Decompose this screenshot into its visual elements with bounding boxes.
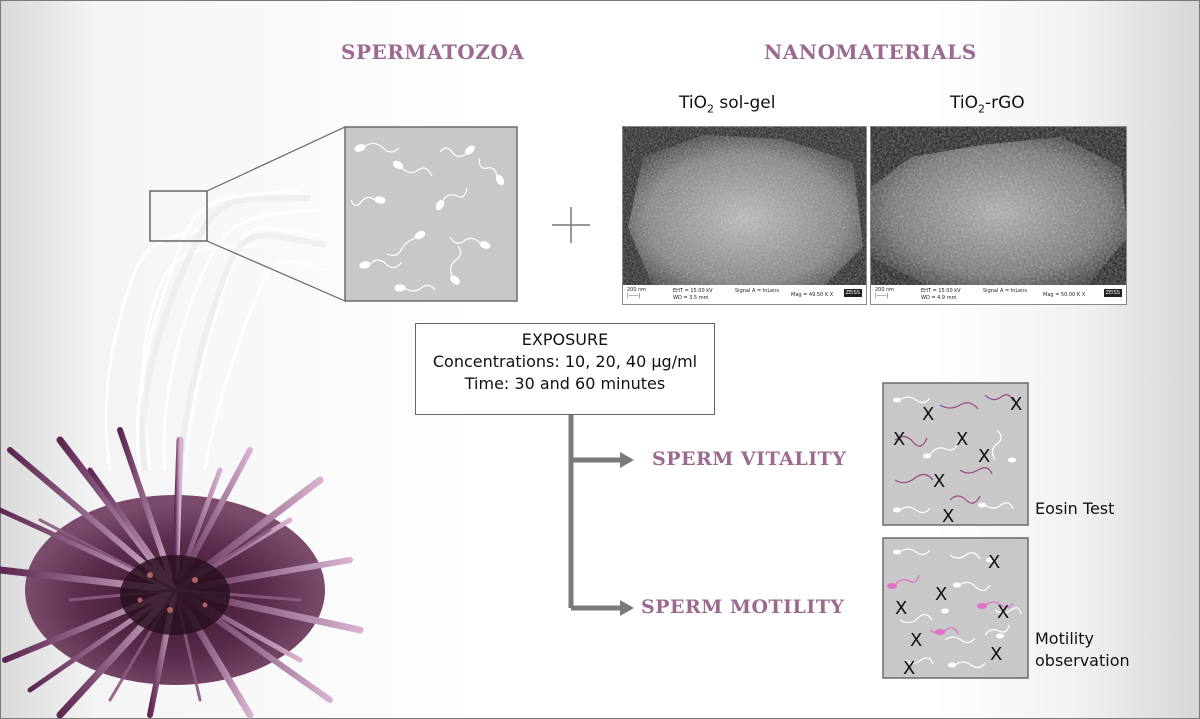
- svg-text:X: X: [933, 471, 945, 492]
- svg-text:X: X: [1010, 394, 1022, 415]
- sperm-cell: [450, 245, 462, 285]
- nanomaterials-heading: NANOMATERIALS: [764, 40, 977, 64]
- zoom-source-square: [149, 190, 208, 242]
- exposure-title: EXPOSURE: [521, 330, 609, 349]
- sperm-cell: [394, 284, 436, 292]
- spermatozoa-heading: SPERMATOZOA: [341, 40, 525, 64]
- exposure-concentrations: Concentrations: 10, 20, 40 µg/ml: [432, 352, 698, 371]
- zoom-line-bottom: [206, 240, 346, 302]
- svg-text:X: X: [956, 429, 968, 450]
- motility-observation-label: Motility observation: [1035, 629, 1130, 670]
- svg-text:X: X: [903, 658, 915, 679]
- arrow-head-motility: [620, 600, 634, 616]
- svg-text:X: X: [942, 506, 954, 527]
- sem-footer-solgel: 200 nm |——| EHT = 15.00 kV WD = 3.5 mm S…: [623, 285, 866, 304]
- sperm-cell: [350, 196, 386, 207]
- sperm-cell: [435, 187, 468, 211]
- plus-icon: [552, 207, 590, 243]
- sem-image-tio2-rgo: 200 nm |——| EHT = 15.00 kV WD = 4.9 mm S…: [870, 126, 1127, 305]
- sperm-cell: [354, 142, 400, 153]
- eosin-test-label: Eosin Test: [1035, 499, 1115, 518]
- sperm-cell: [359, 259, 403, 269]
- svg-text:X: X: [978, 446, 990, 467]
- sperm-cell: [478, 157, 505, 186]
- svg-text:X: X: [988, 552, 1000, 573]
- sem-image-tio2-solgel: 200 nm |——| EHT = 15.00 kV WD = 3.5 mm S…: [622, 126, 867, 305]
- svg-text:X: X: [990, 644, 1002, 665]
- sea-urchin-image: [0, 427, 364, 719]
- sem-texture-rgo: [871, 127, 1126, 287]
- flow-arrows: [568, 415, 620, 611]
- sperm-vitality-heading: SPERM VITALITY: [652, 448, 847, 470]
- svg-text:X: X: [910, 630, 922, 651]
- spermatozoa-zoom-box: [344, 126, 518, 302]
- sem-footer-rgo: 200 nm |——| EHT = 15.00 kV WD = 4.9 mm S…: [871, 285, 1126, 304]
- motility-result-box: XXX XXX X: [882, 537, 1029, 679]
- svg-text:X: X: [893, 429, 905, 450]
- sem-texture-solgel: [623, 127, 866, 287]
- sperm-cell: [439, 145, 475, 158]
- sperm-plumes: [104, 188, 331, 471]
- sperm-cell: [392, 160, 433, 177]
- sperm-motility-heading: SPERM MOTILITY: [641, 596, 845, 618]
- svg-text:X: X: [922, 404, 934, 425]
- sperm-cell: [386, 230, 426, 256]
- material-label-tio2-solgel: TiO2 sol-gel: [679, 93, 776, 116]
- arrow-head-vitality: [620, 452, 634, 468]
- exposure-time: Time: 30 and 60 minutes: [464, 374, 666, 393]
- material-label-tio2-rgo: TiO2-rGO: [950, 93, 1025, 116]
- svg-text:X: X: [997, 602, 1009, 623]
- svg-text:X: X: [895, 598, 907, 619]
- zoom-line-top: [206, 126, 346, 192]
- sperm-plumes-soft: [139, 195, 326, 471]
- sperm-cell: [449, 236, 491, 249]
- exposure-box: EXPOSURE Concentrations: 10, 20, 40 µg/m…: [415, 323, 715, 415]
- svg-text:X: X: [935, 584, 947, 605]
